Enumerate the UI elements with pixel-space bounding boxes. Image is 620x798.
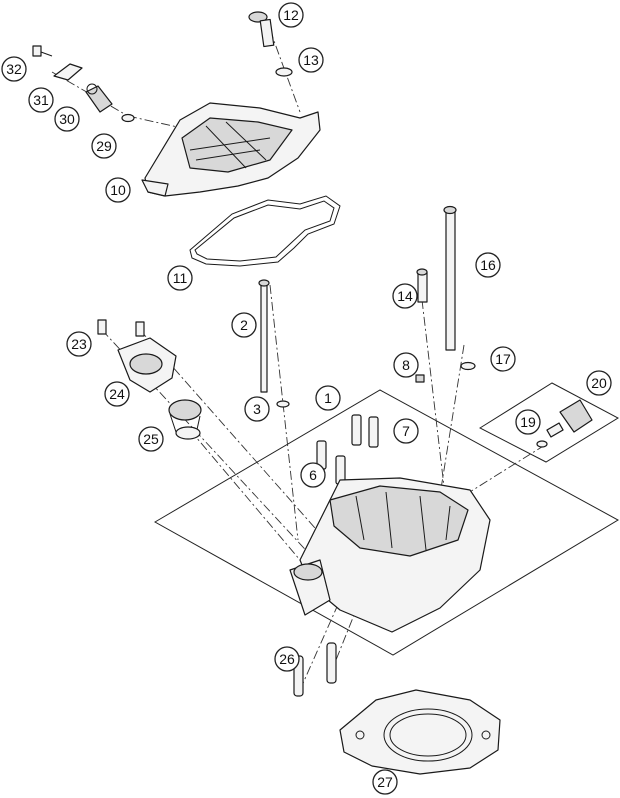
callout-3-label: 3 [253,401,261,417]
vent-fitting [85,83,135,123]
callout-14: 14 [392,283,418,309]
valve-cover-gasket [189,195,341,267]
callout-26: 26 [274,646,300,672]
callout-32-label: 32 [6,61,22,77]
washer-right [460,361,476,371]
callout-19-label: 19 [520,414,536,430]
callout-13: 13 [298,47,324,73]
callout-12: 12 [278,2,304,28]
short-bolt [416,268,428,303]
cylinder-head [289,477,491,633]
housing-screws [97,319,145,337]
callout-25-label: 25 [143,431,159,447]
callout-29-label: 29 [96,138,112,154]
callout-11: 11 [167,265,193,291]
callout-6-label: 6 [309,467,317,483]
bracket-screw [32,45,53,57]
bracket [53,63,83,81]
callout-6: 6 [300,462,326,488]
callout-23: 23 [66,331,92,357]
head-gasket [339,689,501,775]
callout-16: 16 [475,252,501,278]
small-nut [415,374,425,383]
callout-20-label: 20 [591,375,607,391]
valve-cover [141,102,321,197]
callout-12-label: 12 [283,7,299,23]
callout-31: 31 [28,87,54,113]
callout-24-label: 24 [109,386,125,402]
valve-cover-gasket-inner [194,200,335,262]
callout-7: 7 [393,418,419,444]
callout-30-label: 30 [59,111,75,127]
cover-bolt [248,11,275,48]
callout-11-label: 11 [173,270,188,286]
callout-26-label: 26 [279,651,295,667]
callout-27: 27 [372,769,398,795]
callout-19: 19 [515,409,541,435]
dowel-pins [293,642,337,697]
washer-left [276,400,290,408]
callout-1-label: 1 [324,390,332,406]
temperature-sensor [536,399,593,448]
callout-3: 3 [244,396,270,422]
callout-17-label: 17 [495,351,511,367]
callout-23-label: 23 [71,336,87,352]
callout-17: 17 [490,346,516,372]
thermostat-housing [117,337,177,393]
callout-10: 10 [105,177,131,203]
callout-16-label: 16 [480,257,496,273]
callout-24: 24 [104,381,130,407]
valve-guides [316,414,379,485]
long-bolt-left [258,279,270,393]
long-bolt-right [443,205,457,351]
callout-8: 8 [393,352,419,378]
callout-2: 2 [231,312,257,338]
callout-10-label: 10 [110,182,126,198]
callout-8-label: 8 [402,357,410,373]
cover-washer [275,67,293,77]
callout-7-label: 7 [402,423,410,439]
callout-13-label: 13 [303,52,319,68]
callout-31-label: 31 [33,92,49,108]
thermostat [168,399,202,440]
callout-27-label: 27 [377,774,393,790]
sensor-plane [478,382,620,463]
cylinder-head-plane [153,389,620,656]
callout-20: 20 [586,370,612,396]
callout-30: 30 [54,106,80,132]
callout-29: 29 [91,133,117,159]
callout-14-label: 14 [397,288,413,304]
callout-1: 1 [315,385,341,411]
callout-2-label: 2 [240,317,248,333]
callout-25: 25 [138,426,164,452]
callout-32: 32 [1,56,27,82]
